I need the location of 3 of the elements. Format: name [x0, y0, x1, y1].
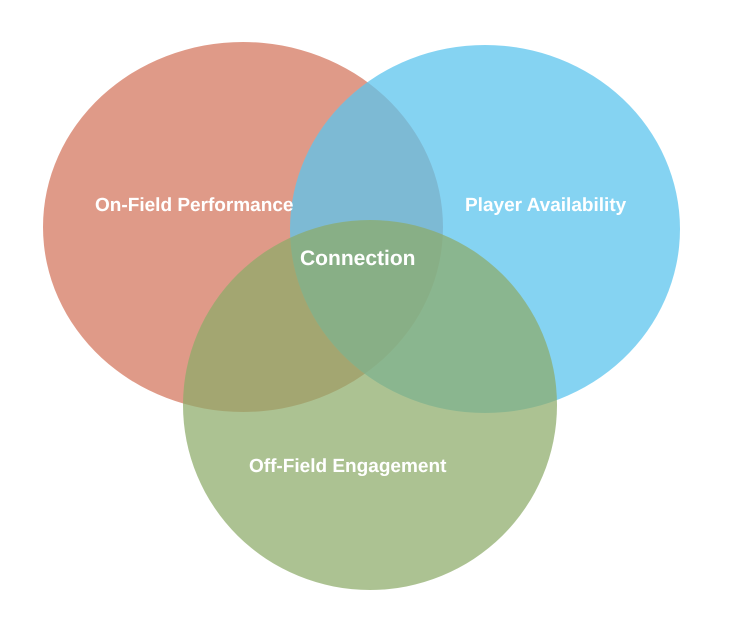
- circle-label: Player Availability: [465, 195, 626, 217]
- circle-label: Off-Field Engagement: [249, 456, 446, 478]
- overlap-label: Connection: [300, 247, 416, 271]
